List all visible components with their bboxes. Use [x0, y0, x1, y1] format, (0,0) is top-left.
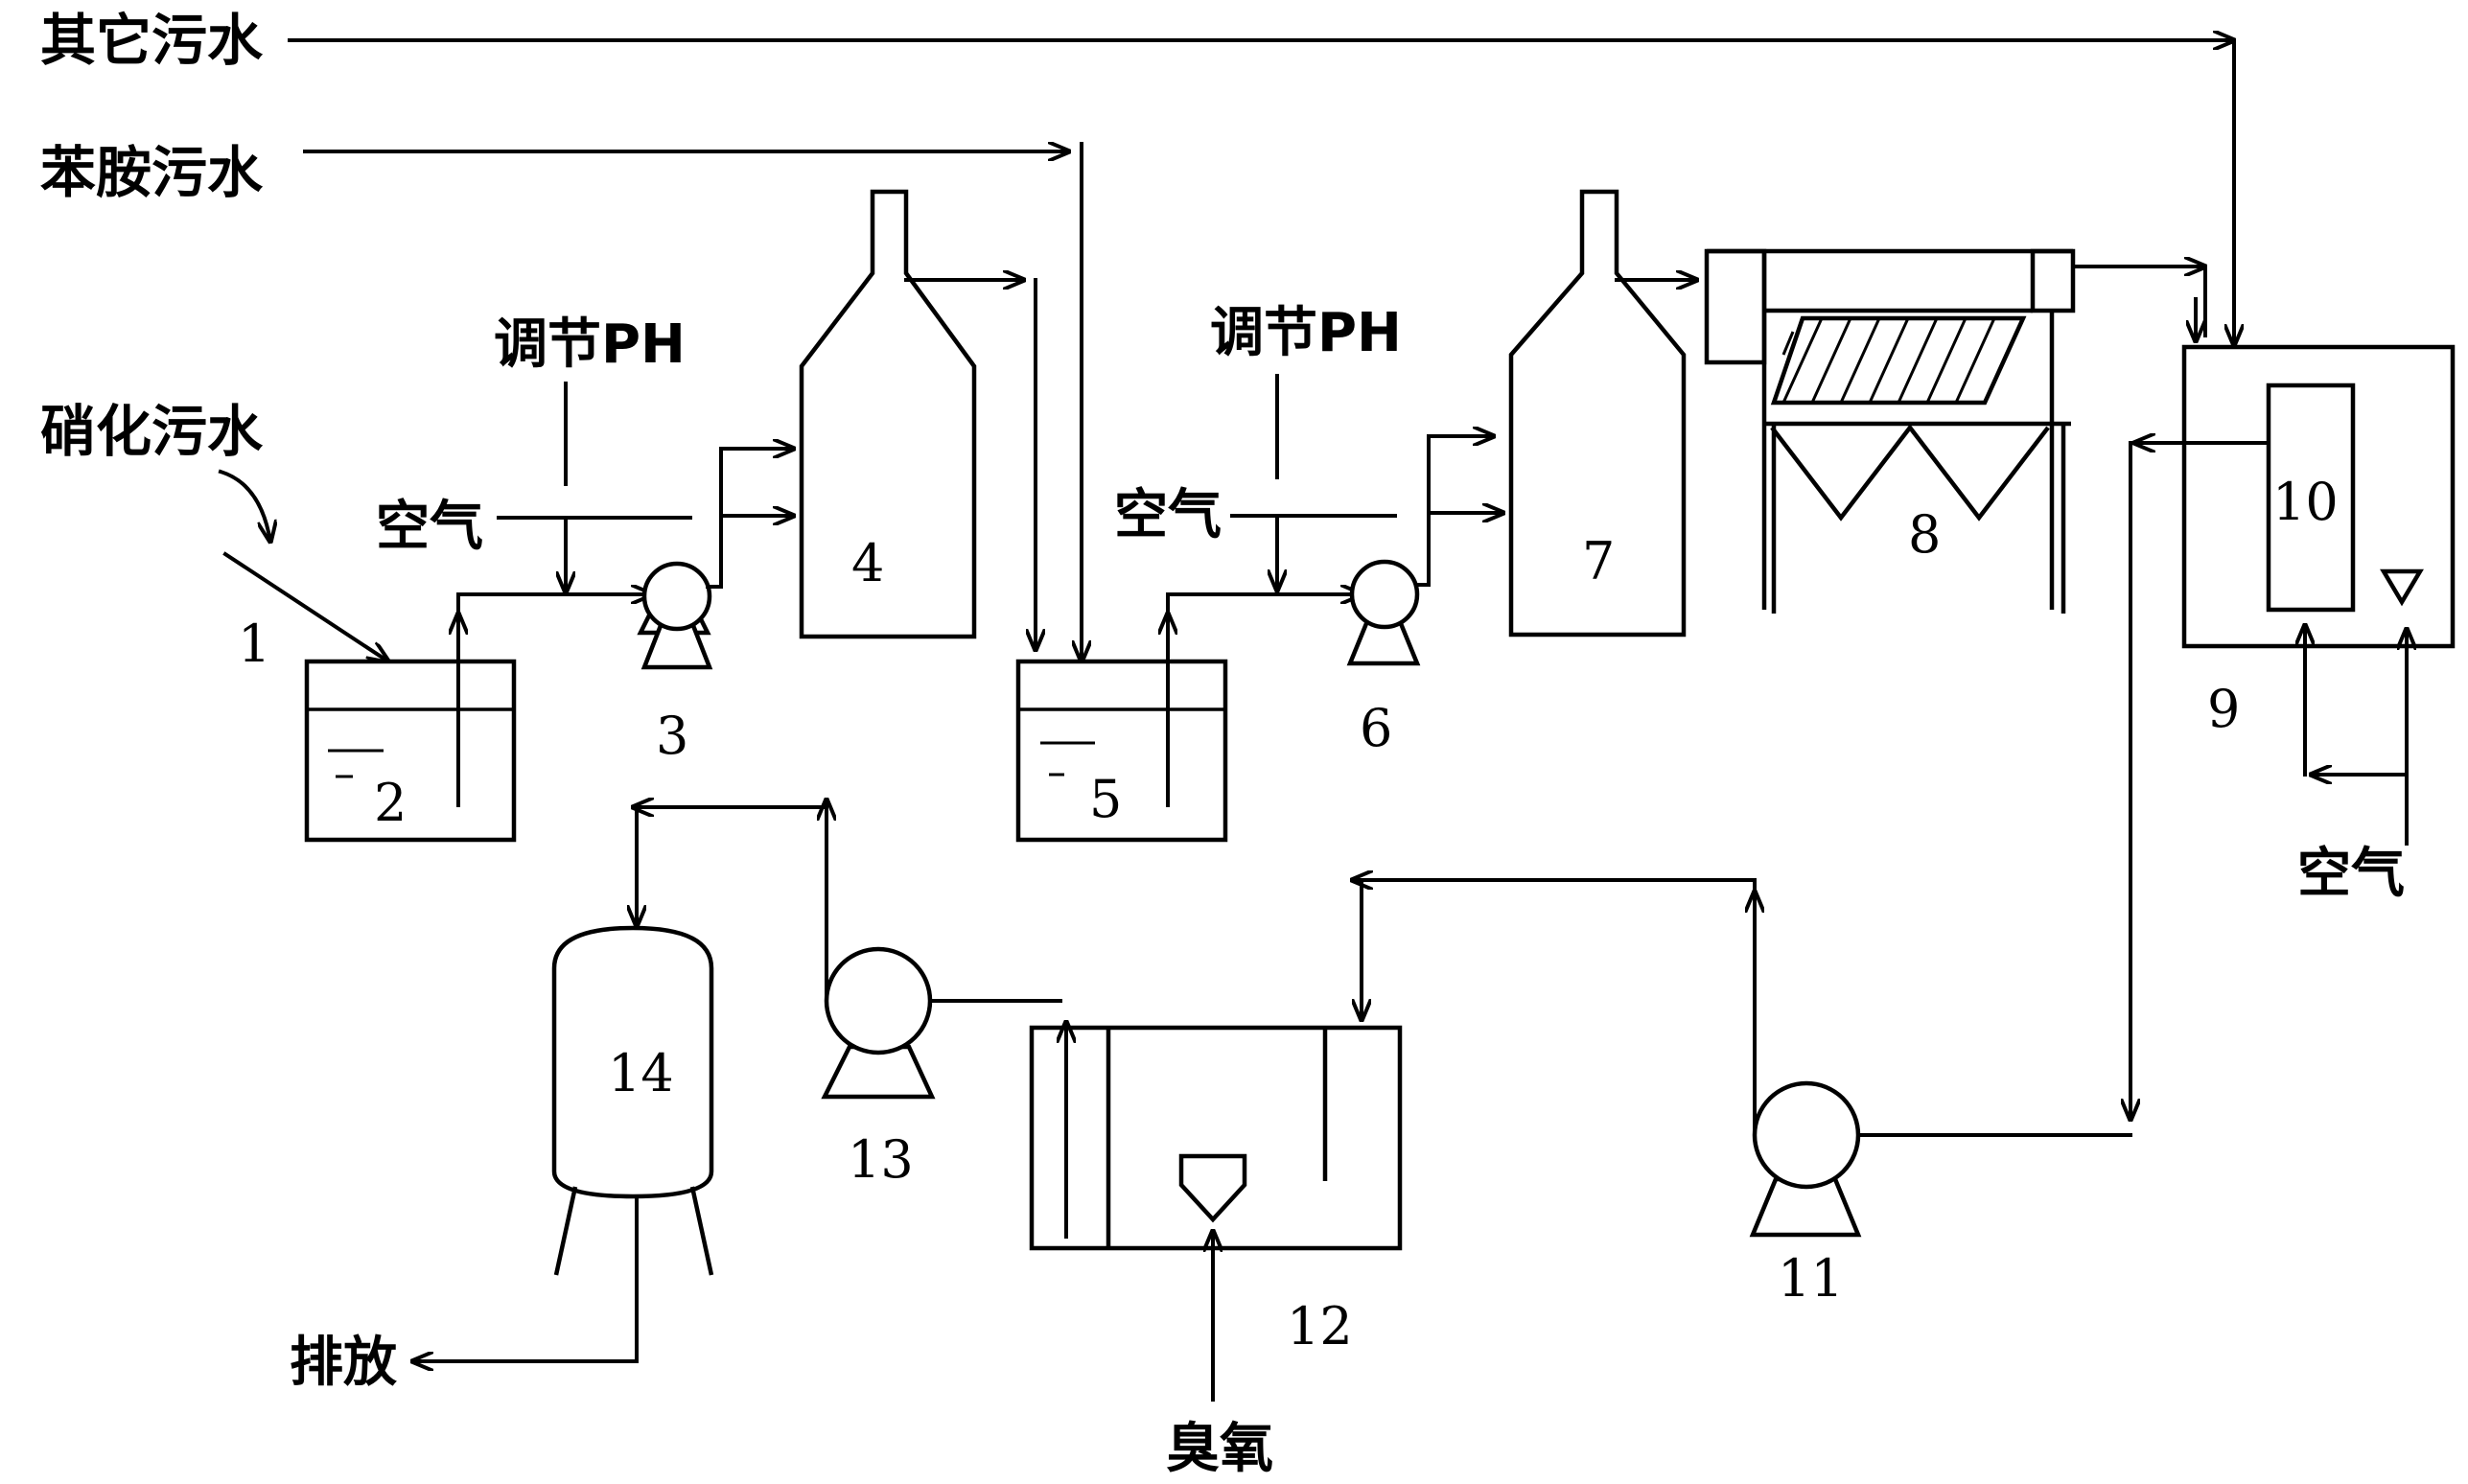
pump6-to-tank7-upper — [1415, 436, 1496, 587]
tank-7: 7 — [1508, 189, 1687, 638]
label-8: 8 — [1908, 504, 1941, 565]
label-4: 4 — [851, 533, 884, 593]
label-12: 12 — [1287, 1296, 1353, 1356]
inlet-1-arrow — [222, 551, 388, 661]
pump-3: 3 — [637, 561, 713, 766]
label-3: 3 — [656, 706, 688, 766]
label-5: 5 — [1089, 769, 1122, 829]
nitrated-wastewater-label: 硝化污水 — [40, 399, 264, 464]
adjust-ph-2-label: 调节PH — [1210, 302, 1402, 364]
label-14: 14 — [608, 1043, 674, 1103]
label-11: 11 — [1778, 1248, 1844, 1309]
label-10: 10 — [2272, 472, 2339, 532]
label-13: 13 — [848, 1129, 914, 1190]
vessel-14: 14 — [551, 925, 714, 1276]
aerator-9 — [2380, 568, 2424, 607]
aniline-wastewater-label: 苯胺污水 — [40, 140, 264, 205]
adjust-ph-1-label: 调节PH — [494, 313, 686, 376]
tank-9: 9 — [2181, 344, 2456, 739]
other-wastewater-label: 其它污水 — [40, 8, 264, 73]
tank-2: 2 — [304, 659, 517, 843]
pump-13: 13 — [821, 946, 936, 1190]
tank-4: 4 — [799, 189, 977, 639]
label-1: 1 — [238, 614, 270, 674]
ozone-tank-12: 12 — [1029, 1025, 1403, 1356]
pump-11: 11 — [1749, 1080, 1862, 1309]
label-9: 9 — [2207, 679, 2240, 739]
label-6: 6 — [1360, 698, 1392, 758]
discharge-label: 排放 — [290, 1332, 397, 1394]
tank-5: 5 — [1015, 659, 1228, 843]
air-2-label: 空气 — [1114, 484, 1222, 546]
air-1-label: 空气 — [376, 496, 483, 558]
ozone-label: 臭氧 — [1166, 1418, 1273, 1480]
membrane-module-10: 10 — [2266, 383, 2356, 613]
air-3-label: 空气 — [2297, 843, 2405, 905]
label-2: 2 — [374, 773, 407, 833]
nitrated-wastewater-arrow — [218, 469, 270, 542]
pump-6: 6 — [1346, 559, 1421, 758]
discharge-arrow — [410, 1194, 639, 1361]
label-7: 7 — [1582, 531, 1615, 591]
settler8-to-tank9-pipe — [2071, 265, 2207, 337]
settler-8: 8 — [1704, 248, 2076, 614]
